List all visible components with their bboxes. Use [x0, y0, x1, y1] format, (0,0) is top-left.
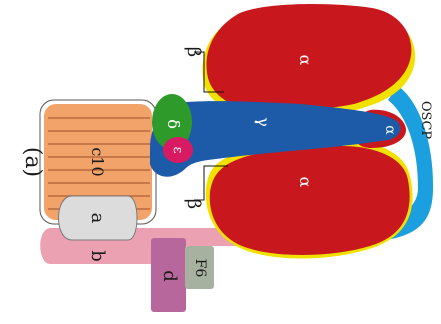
alpha-bottom-label: α: [296, 177, 315, 188]
beta-bottom-label: β: [183, 199, 204, 209]
subunit-d-label: d: [159, 270, 180, 282]
epsilon-label: ε: [170, 147, 185, 154]
subunit-b-label: b: [87, 250, 108, 262]
c10-label: c10: [88, 147, 107, 176]
alpha-subunit-bottom: [206, 140, 413, 259]
alpha-top-label: α: [296, 55, 315, 66]
panel-label: (a): [20, 147, 45, 177]
gamma-label: γ: [254, 117, 273, 127]
subunit-a-label: a: [87, 213, 108, 224]
alpha-right-label: α: [382, 125, 398, 135]
oscp-label: OSCP: [418, 101, 433, 140]
delta-label: δ: [164, 119, 183, 129]
beta-top-label: β: [183, 47, 204, 57]
f6-label: F6: [192, 259, 208, 278]
